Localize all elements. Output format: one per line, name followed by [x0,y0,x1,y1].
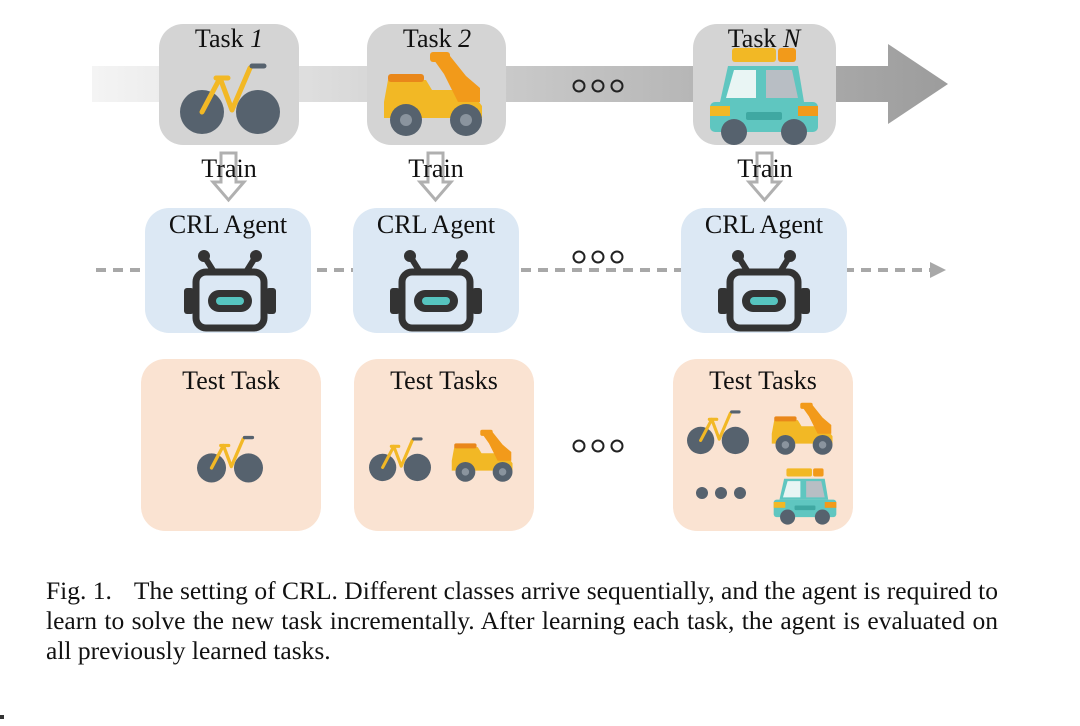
train-arrow-1 [209,151,248,203]
train-label-1: Train [201,154,257,183]
agent-label-n: CRL Agent [704,210,824,239]
ellipsis-icon-middle [572,250,624,264]
caption-text: The setting of CRL. Different classes ar… [46,576,998,665]
test-box-2 [354,359,534,531]
train-arrow-n [745,151,784,203]
task-title-2: Task 2 [402,24,472,53]
crl-diagram: Task 1 Task 2 Task N Train Train Train C… [92,24,948,531]
agent-timeline-arrowhead [930,262,946,278]
train-label-2: Train [408,154,464,183]
agent-label-1: CRL Agent [168,210,288,239]
timeline-arrow [92,44,948,124]
ellipsis-icon-bottom [572,439,624,453]
test-box-1 [141,359,321,531]
train-label-n: Train [737,154,793,183]
test-label-2: Test Tasks [390,366,498,395]
ellipsis-icon-top [572,79,624,93]
task-title-n: Task N [727,24,801,53]
figure-number: Fig. 1. [46,576,112,605]
train-arrow-2 [416,151,455,203]
task-title-1: Task 1 [194,24,264,53]
test-label-1: Test Task [182,366,280,395]
ellipsis-icon-filled [696,487,746,499]
test-label-n: Test Tasks [709,366,817,395]
agent-label-2: CRL Agent [376,210,496,239]
figure-caption: Fig. 1.The setting of CRL. Different cla… [46,576,998,666]
corner-mark [0,715,4,719]
